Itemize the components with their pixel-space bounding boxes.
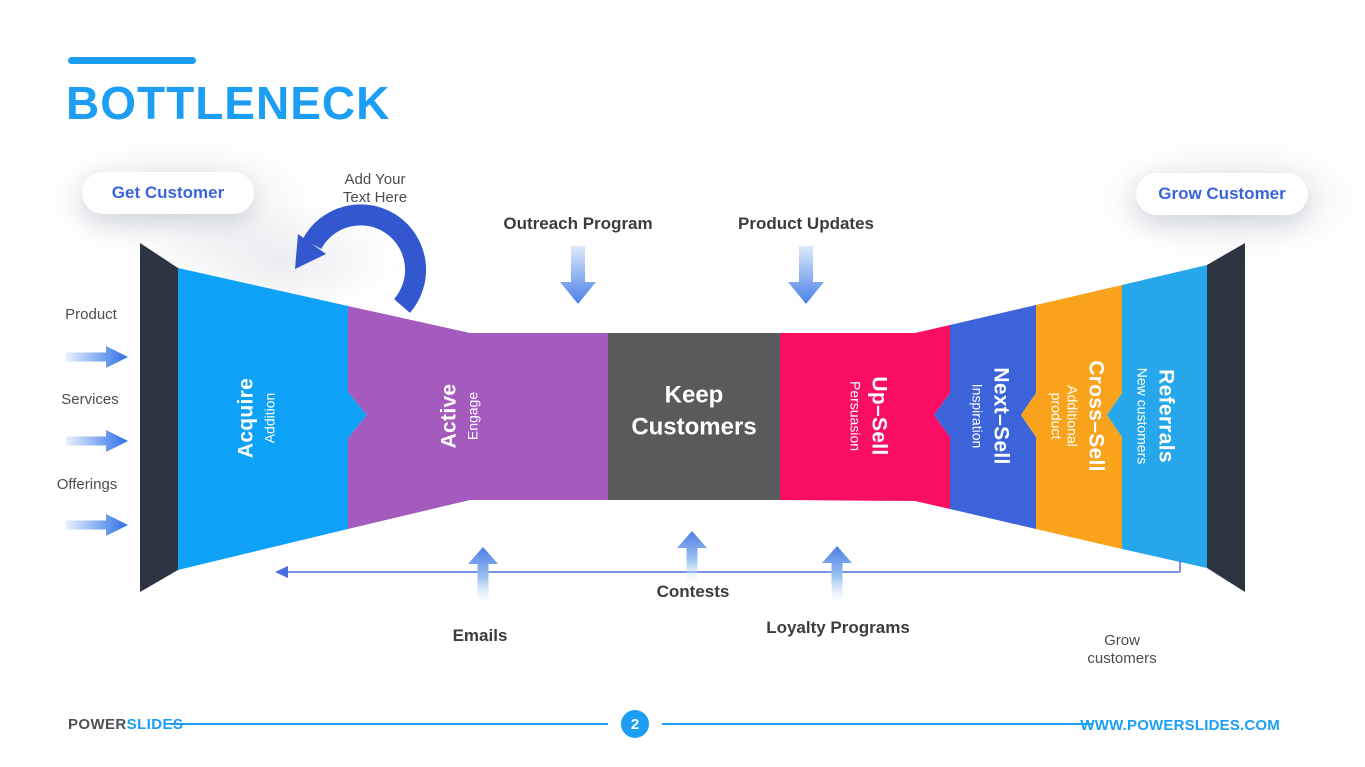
down-arrow-product-updates (788, 246, 824, 304)
segment-referrals-shape (1107, 265, 1207, 568)
loyalty-programs-label: Loyalty Programs (766, 617, 910, 637)
down-arrow-outreach (560, 246, 596, 304)
brand-slides: SLIDES (126, 716, 184, 733)
input-label-product: Product (65, 306, 117, 323)
grow-customer-label: Grow Customer (1158, 184, 1286, 203)
powerslides-logo: POWERSLIDES (68, 716, 183, 733)
contests-label: Contests (656, 581, 730, 601)
segment-upsell-label: Up–Sell Persuasion (847, 376, 890, 455)
segment-active-label: Active Engage (437, 384, 480, 449)
get-customer-pill[interactable]: Get Customer (82, 172, 254, 214)
baseline-arrow (275, 561, 1181, 578)
footer-divider-right (662, 723, 1092, 725)
right-arrow-services (66, 430, 128, 452)
input-label-services: Services (61, 391, 119, 408)
segment-referrals-label: Referrals New customers (1134, 368, 1177, 464)
brand-power: POWER (68, 716, 127, 733)
nextsell-subtitle: Inspiration (969, 383, 986, 449)
segment-crosssell-label: Cross–Sell Additional product (1048, 360, 1107, 472)
page-number-badge: 2 (621, 710, 649, 738)
input-label-offerings: Offerings (56, 476, 118, 493)
curved-arrow (295, 204, 426, 313)
active-subtitle: Engage (464, 391, 481, 441)
up-arrow-contests (677, 531, 707, 583)
segment-crosssell-shape (1021, 285, 1122, 549)
crosssell-subtitle: Additional product (1048, 385, 1081, 447)
add-your-text-label: Add Your Text Here (342, 171, 408, 206)
outreach-program-label: Outreach Program (503, 213, 653, 233)
segment-nextsell-shape (934, 305, 1036, 529)
grow-customers-label: Grow customers (1087, 632, 1157, 667)
up-arrow-emails (468, 547, 498, 603)
left-rim-wedge (140, 243, 178, 592)
segment-nextsell-label: Next–Sell Inspiration (969, 367, 1012, 464)
emails-label: Emails (452, 625, 508, 645)
right-rim-wedge (1207, 243, 1245, 592)
right-arrow-product (66, 346, 128, 368)
footer-divider-left (170, 723, 608, 725)
right-arrow-offerings (66, 514, 128, 536)
crosssell-title: Cross–Sell (1084, 360, 1108, 472)
segment-upsell-shape (780, 325, 950, 509)
referrals-title: Referrals (1154, 369, 1178, 463)
up-arrow-loyalty (822, 546, 852, 602)
segment-acquire-shape (178, 268, 367, 570)
website-link[interactable]: WWW.POWERSLIDES.COM (1080, 717, 1280, 734)
segment-active-shape (348, 306, 608, 529)
acquire-title: Acquire (234, 377, 258, 459)
referrals-subtitle: New customers (1134, 367, 1151, 465)
page-title: BOTTLENECK (66, 77, 391, 129)
grow-customer-pill[interactable]: Grow Customer (1136, 173, 1308, 215)
upsell-subtitle: Persuasion (847, 380, 864, 452)
upsell-title: Up–Sell (867, 376, 891, 456)
nextsell-title: Next–Sell (989, 367, 1013, 465)
product-updates-label: Product Updates (737, 213, 875, 233)
title-accent-bar (68, 57, 196, 64)
segment-acquire-label: Acquire Addition (234, 378, 277, 458)
segment-keep-shape (608, 333, 780, 500)
get-customer-label: Get Customer (111, 183, 225, 202)
segment-keep-label: Keep Customers (631, 381, 757, 441)
active-title: Active (437, 383, 461, 449)
acquire-subtitle: Addition (261, 392, 278, 444)
